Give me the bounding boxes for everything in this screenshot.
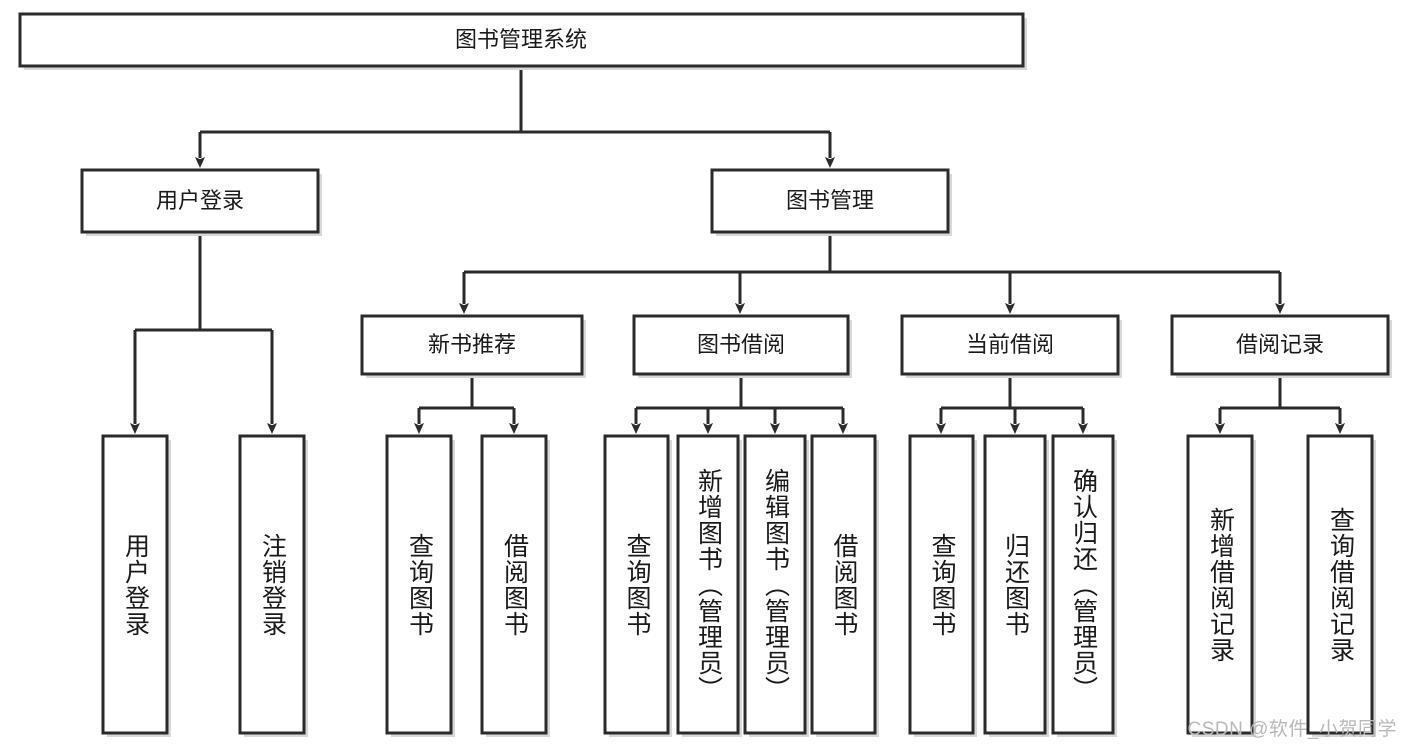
node-borrow-record-box[interactable] xyxy=(1170,314,1390,376)
connector-user-login-to-leaves xyxy=(130,232,277,434)
node-root-box[interactable] xyxy=(18,12,1025,68)
node-borrow-record-label: 借阅记录 xyxy=(1236,332,1324,357)
node-leaf-add-book-box[interactable] xyxy=(676,434,740,735)
node-leaf-add-book[interactable] xyxy=(676,434,742,737)
node-leaf-user-login-box[interactable] xyxy=(101,434,169,735)
node-user-login[interactable]: 用户登录 xyxy=(80,168,322,236)
node-leaf-add-record[interactable] xyxy=(1186,434,1256,737)
node-book-borrow-label: 图书借阅 xyxy=(697,332,785,357)
node-leaf-query-book-3[interactable] xyxy=(908,434,977,737)
node-leaf-query-book-2[interactable] xyxy=(603,434,672,737)
connector-new-book-to-leaves xyxy=(414,374,519,434)
node-root-label: 图书管理系统 xyxy=(455,27,587,52)
node-leaf-user-logout-box[interactable] xyxy=(238,434,306,735)
node-book-borrow[interactable]: 图书借阅 xyxy=(632,314,852,378)
connector-root-to-level1 xyxy=(195,66,835,168)
node-leaf-query-book-1[interactable] xyxy=(385,434,455,737)
node-leaf-edit-book[interactable] xyxy=(743,434,809,737)
connector-book-manage-to-level2 xyxy=(459,232,1285,314)
node-leaf-return-book-box[interactable] xyxy=(983,434,1047,735)
node-new-book-recommend[interactable]: 新书推荐 xyxy=(360,314,586,378)
node-leaf-return-book[interactable] xyxy=(983,434,1049,737)
node-leaf-borrow-book-1-box[interactable] xyxy=(480,434,548,735)
node-user-login-label: 用户登录 xyxy=(156,188,244,213)
node-leaf-user-logout[interactable] xyxy=(238,434,308,737)
node-leaf-query-record-box[interactable] xyxy=(1306,434,1374,735)
connector-layer xyxy=(130,66,1345,434)
node-current-borrow-label: 当前借阅 xyxy=(966,332,1054,357)
node-new-book-recommend-box[interactable] xyxy=(360,314,584,376)
node-current-borrow-box[interactable] xyxy=(900,314,1120,376)
node-leaf-borrow-book-2-box[interactable] xyxy=(810,434,877,735)
node-new-book-recommend-label: 新书推荐 xyxy=(428,332,516,357)
connector-book-borrow-to-leaves xyxy=(631,374,848,434)
node-borrow-record[interactable]: 借阅记录 xyxy=(1170,314,1392,378)
node-book-manage-label: 图书管理 xyxy=(786,188,874,213)
node-leaf-add-record-box[interactable] xyxy=(1186,434,1254,735)
node-book-borrow-box[interactable] xyxy=(632,314,850,376)
csdn-watermark: CSDN @软件_小贺同学 xyxy=(1187,719,1397,740)
node-leaf-borrow-book-2[interactable] xyxy=(810,434,879,737)
node-user-login-box[interactable] xyxy=(80,168,320,234)
connector-borrow-record-to-leaves xyxy=(1215,374,1345,434)
node-leaf-borrow-book-1[interactable] xyxy=(480,434,550,737)
node-current-borrow[interactable]: 当前借阅 xyxy=(900,314,1122,378)
node-leaf-query-book-3-box[interactable] xyxy=(908,434,975,735)
node-root[interactable]: 图书管理系统 xyxy=(18,12,1027,70)
node-book-manage-box[interactable] xyxy=(710,168,950,234)
node-leaf-query-book-1-box[interactable] xyxy=(385,434,453,735)
leaf-boxes-layer xyxy=(101,434,1376,737)
connector-current-borrow-to-leaves xyxy=(936,374,1088,434)
node-leaf-edit-book-box[interactable] xyxy=(743,434,807,735)
node-leaf-query-record[interactable] xyxy=(1306,434,1376,737)
node-book-manage[interactable]: 图书管理 xyxy=(710,168,952,236)
node-leaf-query-book-2-box[interactable] xyxy=(603,434,670,735)
node-leaf-user-login[interactable] xyxy=(101,434,171,737)
node-leaf-confirm-return-box[interactable] xyxy=(1051,434,1115,735)
node-leaf-confirm-return[interactable] xyxy=(1051,434,1117,737)
